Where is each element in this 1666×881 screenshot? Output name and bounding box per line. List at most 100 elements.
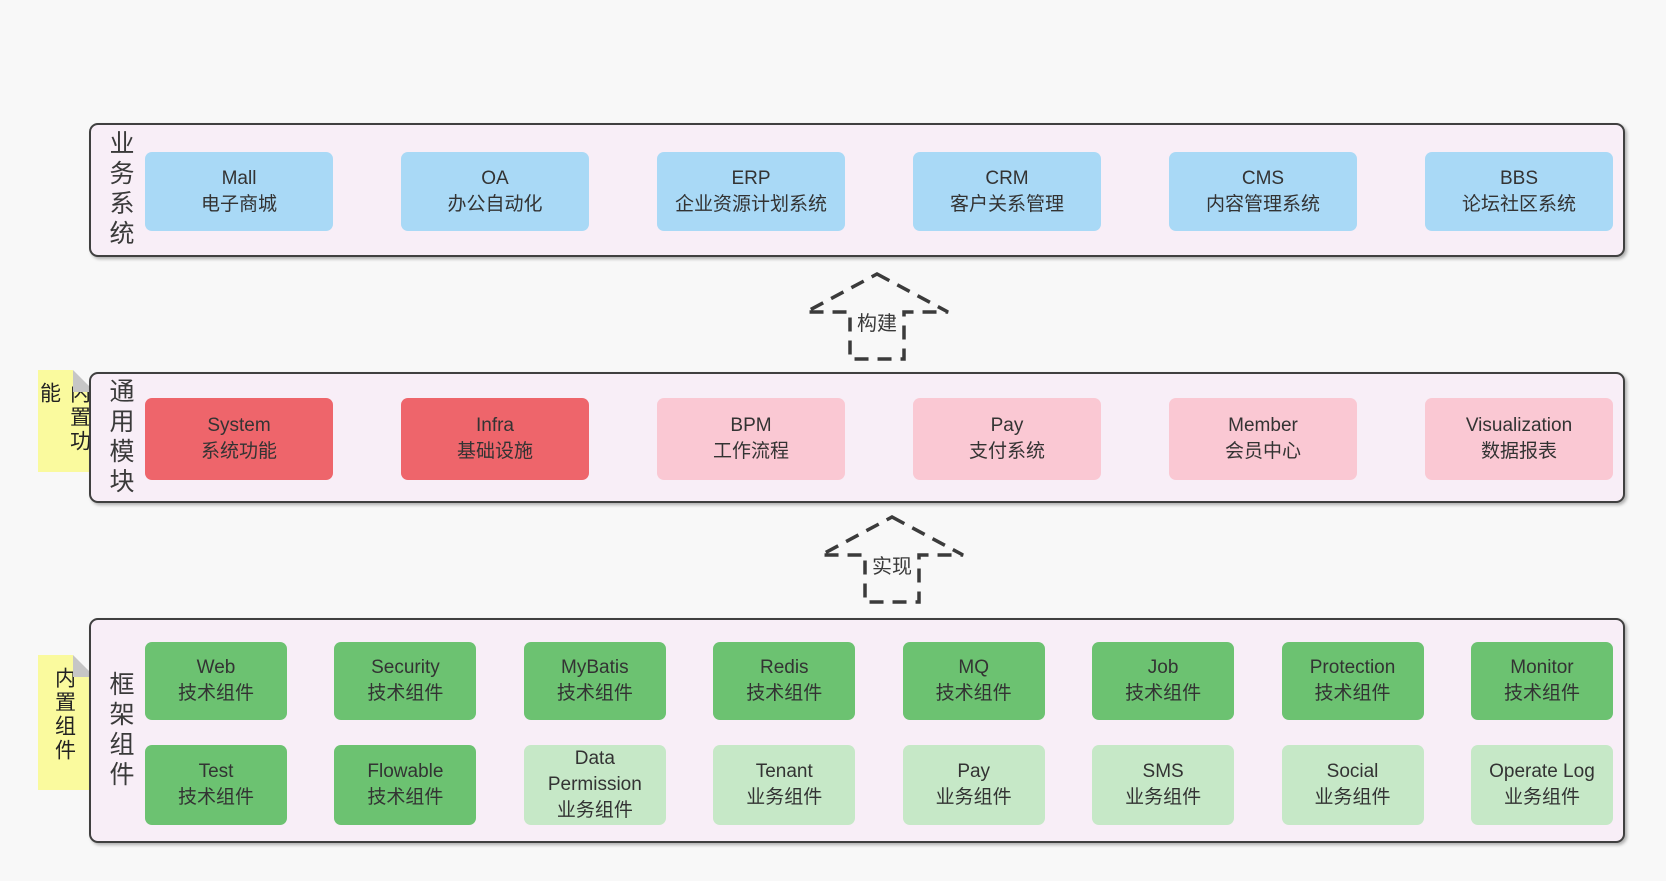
box-oa: OA 办公自动化 [401, 152, 589, 231]
box-desc: 技术组件 [556, 683, 633, 704]
band-business-systems: 业务系统 Mall 电子商城 OA 办公自动化 ERP 企业资源计划系统 CRM… [89, 123, 1625, 257]
box-name: System [207, 415, 271, 436]
arrow-build: 构建 [802, 271, 952, 363]
box-tenant: Tenant 业务组件 [713, 745, 856, 825]
box-mq: MQ 技术组件 [902, 642, 1045, 720]
box-bpm: BPM 工作流程 [657, 398, 845, 480]
box-name: CMS [1241, 167, 1285, 189]
box-name: Data Permission [547, 748, 642, 795]
box-name: Flowable [367, 761, 444, 782]
box-name: OA [481, 167, 509, 189]
sticky-note-label: 内置组件 [52, 667, 76, 763]
box-desc: 技术组件 [367, 683, 444, 704]
box-security: Security 技术组件 [334, 642, 477, 720]
box-system: System 系统功能 [145, 398, 333, 480]
box-name: Protection [1309, 657, 1396, 678]
box-sms: SMS 业务组件 [1092, 745, 1235, 825]
box-desc: 业务组件 [1503, 787, 1580, 808]
box-desc: 支付系统 [968, 441, 1045, 462]
box-name: Member [1228, 415, 1298, 436]
box-name: Job [1147, 657, 1179, 678]
band-label-common-modules: 通用模块 [106, 377, 134, 498]
box-test: Test 技术组件 [145, 745, 287, 825]
box-bbs: BBS 论坛社区系统 [1425, 152, 1613, 231]
dashed-up-arrow-icon [820, 515, 964, 604]
box-name: MyBatis [561, 657, 629, 678]
box-desc: 论坛社区系统 [1461, 193, 1576, 215]
box-name: Social [1326, 761, 1379, 782]
box-flowable: Flowable 技术组件 [334, 745, 477, 825]
sticky-note-built-in-features: 内置功能 [38, 370, 95, 472]
arrow-implement: 实现 [817, 514, 967, 606]
box-social: Social 业务组件 [1281, 745, 1424, 825]
box-desc: 技术组件 [1125, 683, 1202, 704]
band-common-modules: 通用模块 System 系统功能 Infra 基础设施 BPM 工作流程 Pay… [89, 372, 1625, 503]
box-name: Operate Log [1489, 761, 1595, 782]
box-name: BBS [1499, 167, 1539, 189]
box-name: ERP [731, 167, 771, 189]
box-visualization: Visualization 数据报表 [1425, 398, 1613, 480]
box-desc: 业务组件 [1314, 787, 1391, 808]
box-name: Visualization [1465, 415, 1573, 436]
box-member: Member 会员中心 [1169, 398, 1357, 480]
box-mall: Mall 电子商城 [145, 152, 333, 231]
box-name: Test [198, 761, 234, 782]
box-desc: 会员中心 [1224, 441, 1301, 462]
band-label-business-systems: 业务系统 [106, 130, 134, 250]
arrow-label-implement: 实现 [868, 549, 916, 580]
band-framework-components: 框架组件 Web 技术组件 Security 技术组件 MyBatis 技术组件… [89, 618, 1625, 843]
box-desc: 技术组件 [1314, 683, 1391, 704]
box-name: BPM [730, 415, 772, 436]
band-label-framework-components: 框架组件 [106, 670, 134, 791]
box-desc: 工作流程 [712, 441, 789, 462]
box-name: Web [196, 657, 236, 678]
box-cms: CMS 内容管理系统 [1169, 152, 1357, 231]
box-name: Pay [990, 415, 1024, 436]
box-name: Redis [759, 657, 809, 678]
box-name: CRM [985, 167, 1029, 189]
box-name: Security [371, 657, 440, 678]
box-desc: 数据报表 [1480, 441, 1557, 462]
box-name: Monitor [1510, 657, 1574, 678]
box-pay-system: Pay 支付系统 [913, 398, 1101, 480]
box-operate-log: Operate Log 业务组件 [1470, 745, 1613, 825]
box-desc: 技术组件 [177, 683, 254, 704]
box-desc: 办公自动化 [447, 193, 543, 215]
box-desc: 技术组件 [746, 683, 823, 704]
band-row: Mall 电子商城 OA 办公自动化 ERP 企业资源计划系统 CRM 客户关系… [145, 152, 1613, 231]
band-row: Test 技术组件 Flowable 技术组件 Data Permission … [145, 745, 1613, 825]
box-desc: 内容管理系统 [1205, 193, 1320, 215]
dashed-up-arrow-icon [805, 272, 949, 361]
box-name: MQ [958, 657, 989, 678]
box-desc: 业务组件 [1125, 787, 1202, 808]
box-job: Job 技术组件 [1092, 642, 1235, 720]
box-protection: Protection 技术组件 [1281, 642, 1424, 720]
box-desc: 技术组件 [1503, 683, 1580, 704]
box-infra: Infra 基础设施 [401, 398, 589, 480]
box-name: Tenant [755, 761, 813, 782]
box-monitor: Monitor 技术组件 [1470, 642, 1613, 720]
box-desc: 技术组件 [177, 787, 254, 808]
box-desc: 客户关系管理 [949, 193, 1064, 215]
box-mybatis: MyBatis 技术组件 [523, 642, 666, 720]
box-desc: 业务组件 [935, 787, 1012, 808]
box-desc: 电子商城 [200, 193, 277, 215]
box-crm: CRM 客户关系管理 [913, 152, 1101, 231]
box-redis: Redis 技术组件 [713, 642, 856, 720]
box-desc: 技术组件 [367, 787, 444, 808]
arrow-label-build: 构建 [853, 306, 901, 337]
box-pay-component: Pay 业务组件 [902, 745, 1045, 825]
band-row: System 系统功能 Infra 基础设施 BPM 工作流程 Pay 支付系统… [145, 398, 1613, 480]
band-row: Web 技术组件 Security 技术组件 MyBatis 技术组件 Redi… [145, 642, 1613, 720]
box-web: Web 技术组件 [145, 642, 287, 720]
sticky-note-built-in-components: 内置组件 [38, 655, 95, 790]
box-erp: ERP 企业资源计划系统 [657, 152, 845, 231]
box-desc: 系统功能 [200, 441, 277, 462]
sticky-note-label: 内置功能 [37, 382, 91, 454]
box-name: Pay [957, 761, 991, 782]
box-desc: 技术组件 [935, 683, 1012, 704]
box-name: SMS [1142, 761, 1184, 782]
box-desc: 业务组件 [746, 787, 823, 808]
box-data-permission: Data Permission 业务组件 [523, 745, 666, 825]
box-desc: 基础设施 [456, 441, 533, 462]
